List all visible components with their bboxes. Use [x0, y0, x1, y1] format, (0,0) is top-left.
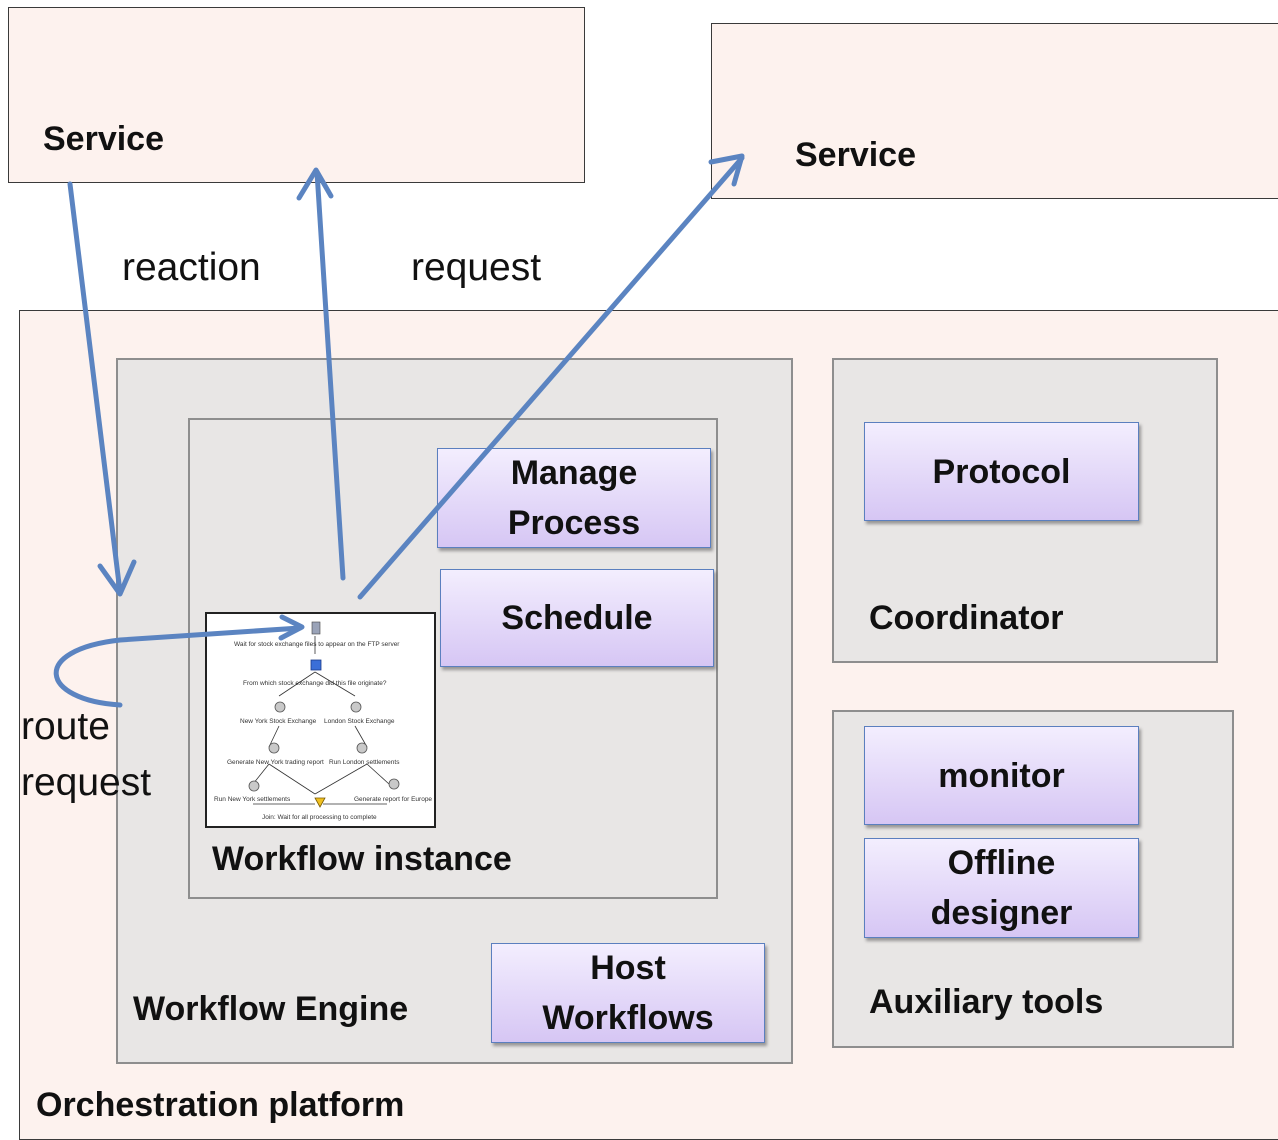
service-label-right: Service	[795, 136, 916, 174]
service-label-left: Service	[43, 120, 164, 158]
workflow-gen-ny: Generate New York trading report	[227, 759, 324, 766]
workflow-diagram-thumbnail: Wait for stock exchange files to appear …	[205, 612, 436, 828]
route-label-line2: request	[21, 761, 152, 804]
service-box-right: Service	[711, 23, 1278, 199]
route-label-line1: route	[21, 705, 110, 748]
workflow-run-ny: Run New York settlements	[214, 796, 291, 803]
task-icon-ld	[350, 701, 362, 713]
task-icon-ny	[274, 701, 286, 713]
task-icon-run-ld	[356, 742, 368, 754]
coordinator-title: Coordinator	[869, 599, 1064, 637]
workflow-branch-ld: London Stock Exchange	[324, 718, 395, 725]
workflow-branch-ny: New York Stock Exchange	[240, 718, 317, 725]
workflow-run-ld: Run London settlements	[329, 759, 400, 766]
workflow-step-decision: From which stock exchange did this file …	[243, 680, 387, 687]
monitor-button[interactable]: monitor	[864, 726, 1139, 825]
offline-designer-button[interactable]: Offline designer	[864, 838, 1139, 938]
request-label: request	[411, 246, 542, 289]
auxiliary-tools-title: Auxiliary tools	[869, 983, 1104, 1021]
ftp-server-icon	[311, 621, 321, 635]
service-box-left: Service	[8, 7, 585, 183]
task-icon-gen-eu	[388, 778, 400, 790]
workflow-engine-title: Workflow Engine	[133, 990, 409, 1028]
workflow-step-wait: Wait for stock exchange files to appear …	[234, 641, 400, 648]
workflow-instance-title: Workflow instance	[212, 840, 512, 878]
manage-process-button[interactable]: Manage Process	[437, 448, 711, 548]
reaction-label: reaction	[122, 246, 261, 289]
join-icon	[314, 797, 326, 808]
schedule-button[interactable]: Schedule	[440, 569, 714, 667]
host-workflows-button[interactable]: Host Workflows	[491, 943, 765, 1043]
workflow-gen-eu: Generate report for Europe	[354, 796, 433, 803]
task-icon-run-ny	[248, 780, 260, 792]
protocol-button[interactable]: Protocol	[864, 422, 1139, 521]
workflow-join: Join: Wait for all processing to complet…	[262, 814, 377, 821]
decision-icon	[310, 659, 322, 671]
platform-title: Orchestration platform	[36, 1086, 405, 1124]
task-icon-gen-ny	[268, 742, 280, 754]
